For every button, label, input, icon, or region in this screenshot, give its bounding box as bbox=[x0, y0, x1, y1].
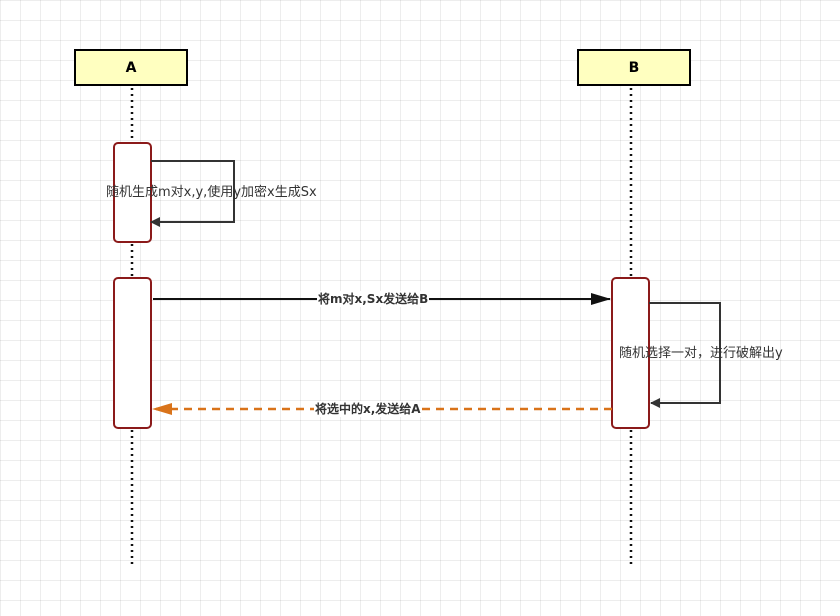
self-message-a-arrow[interactable] bbox=[150, 160, 235, 227]
participant-b-label: B bbox=[628, 59, 640, 76]
self-message-b-label: 随机选择一对，进行破解出y bbox=[619, 346, 783, 361]
self-message-b-arrow[interactable] bbox=[649, 302, 721, 408]
message-a-to-b-label: 将m对x,Sx发送给B bbox=[317, 291, 430, 307]
participant-a-label: A bbox=[125, 59, 137, 76]
return-b-to-a-label: 将选中的x,发送给A bbox=[314, 401, 422, 417]
activation-a-1[interactable] bbox=[113, 142, 152, 243]
participant-a[interactable]: A bbox=[74, 49, 188, 86]
self-message-a-label: 随机生成m对x,y,使用y加密x生成Sx bbox=[106, 185, 317, 200]
participant-b[interactable]: B bbox=[577, 49, 691, 86]
activation-a-2[interactable] bbox=[113, 277, 152, 429]
activation-b-1[interactable] bbox=[611, 277, 650, 429]
